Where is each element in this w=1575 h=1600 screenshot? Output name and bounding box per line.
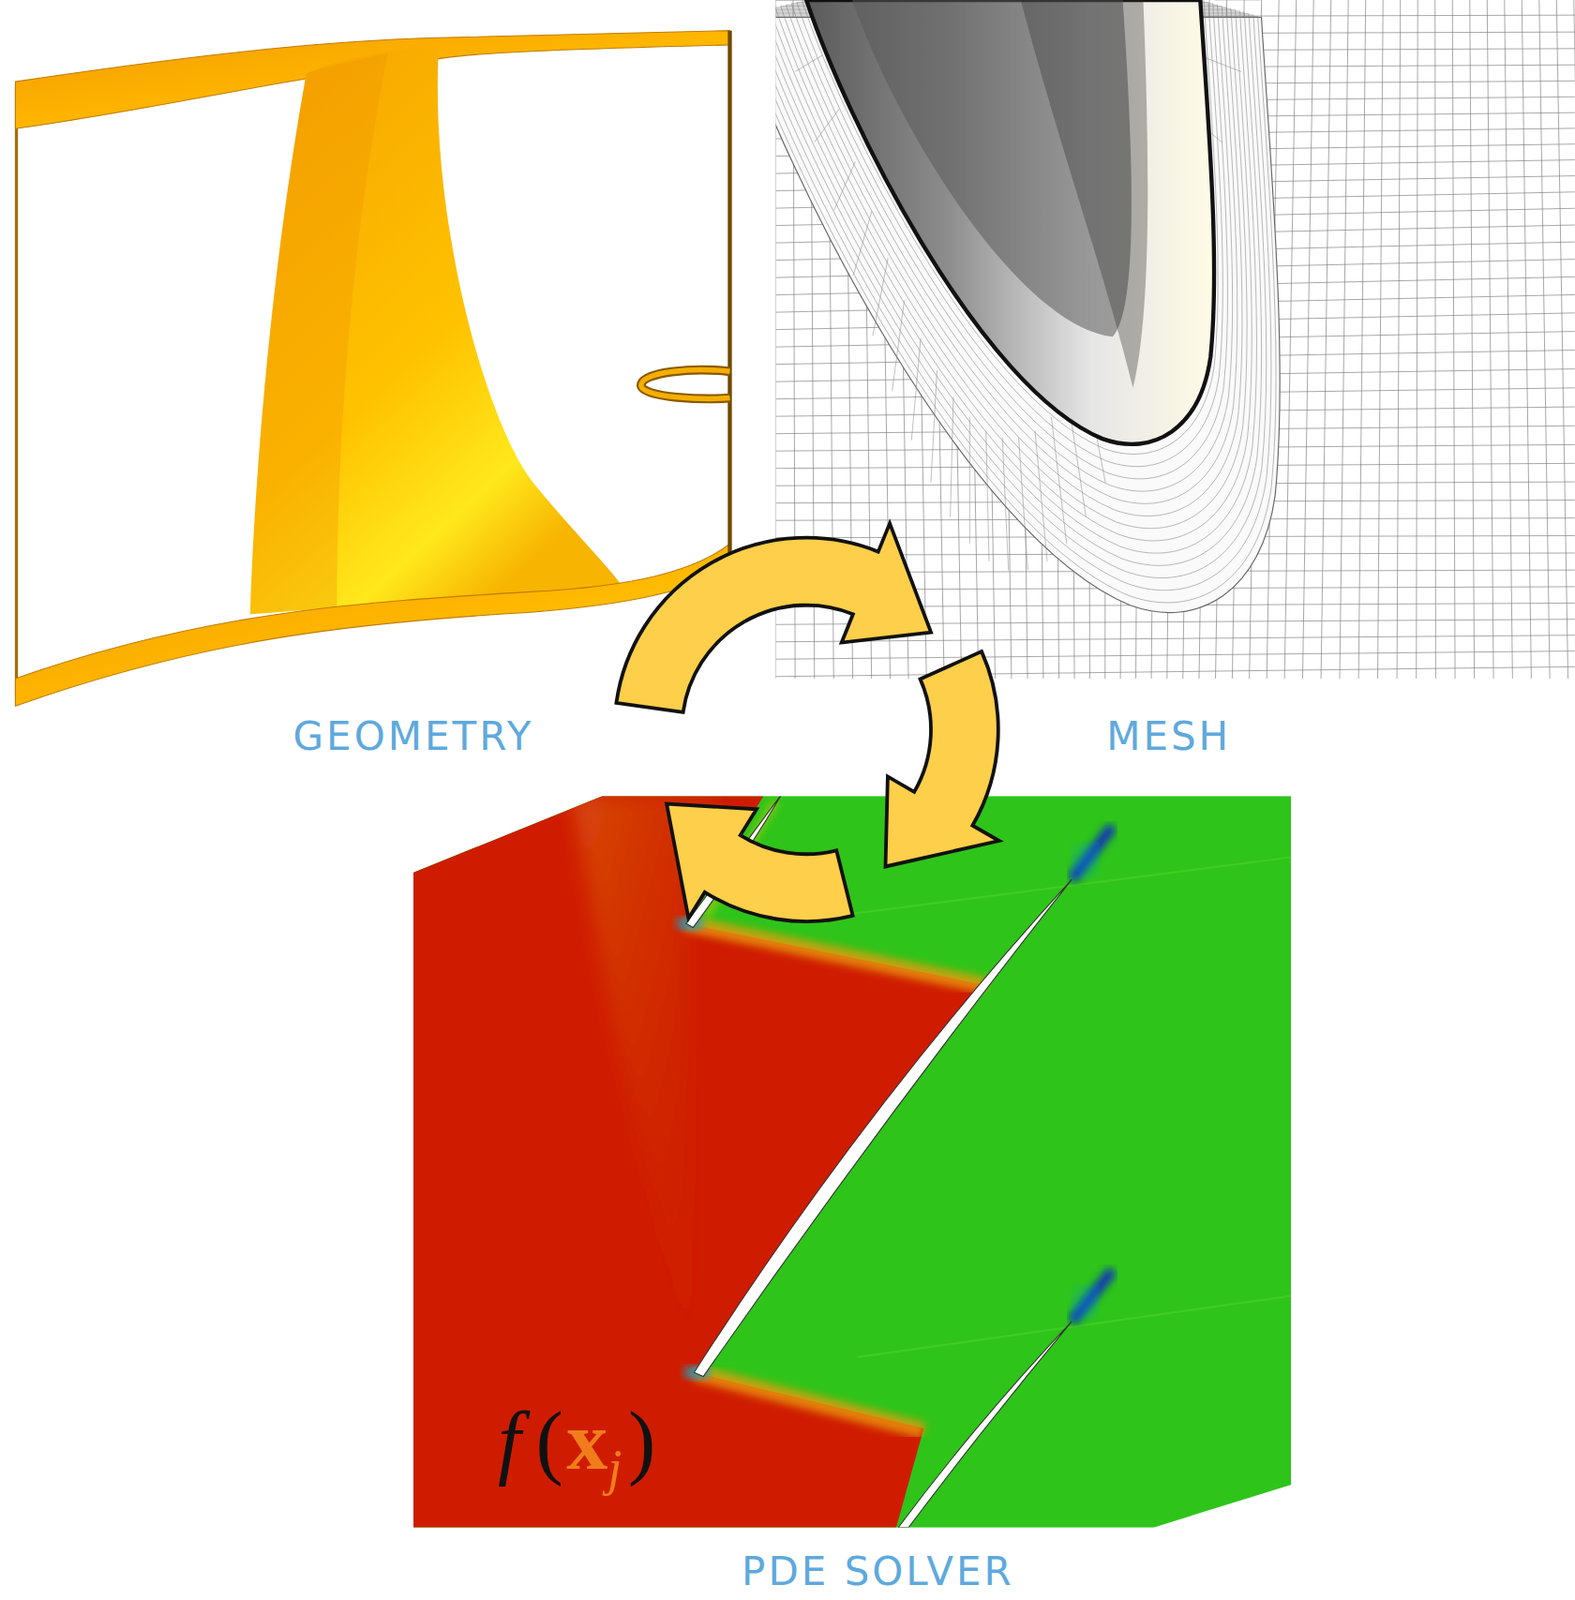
mesh-spoke <box>892 300 905 391</box>
mesh-spoke <box>986 431 990 562</box>
grid-line <box>1320 0 1332 679</box>
stage-label: MESH <box>1106 717 1231 757</box>
mesh-spoke <box>1019 437 1029 570</box>
mesh-spoke <box>1035 431 1048 562</box>
mesh-spoke <box>814 108 840 142</box>
grid-line <box>1574 0 1575 679</box>
mesh-spoke <box>853 211 872 276</box>
mesh-spoke <box>911 338 921 441</box>
blade-shadow <box>1020 0 1149 389</box>
geometry-illustration <box>15 30 730 707</box>
grid-line <box>1486 0 1494 679</box>
cycle-arrows <box>615 523 999 922</box>
stage-label: GEOMETRY <box>293 717 535 757</box>
mesh-spoke <box>795 55 823 73</box>
periodic-edge <box>727 30 732 569</box>
mesh-spoke <box>834 161 856 210</box>
blade-section <box>806 0 1215 445</box>
mesh-spoke <box>930 370 938 482</box>
hub-edge <box>15 87 18 697</box>
mesh-spoke <box>950 397 954 518</box>
objective-formula: f(xj) <box>497 1400 656 1494</box>
grid-line <box>1521 0 1531 679</box>
grid-line <box>1302 0 1314 679</box>
grid-line <box>1504 0 1514 679</box>
solution-field <box>408 785 1307 1542</box>
grid-line <box>1539 0 1550 679</box>
blade-section <box>898 1321 1072 1529</box>
mesh-rings <box>775 0 1280 614</box>
grid-line <box>1396 0 1401 679</box>
mesh-spoke <box>969 417 971 544</box>
grid-line <box>1358 0 1366 679</box>
formula-part: x <box>566 1395 608 1487</box>
cycle-arrow <box>666 804 854 922</box>
formula-part: f <box>497 1395 521 1487</box>
formula-part: j <box>607 1439 622 1497</box>
formula-part: ) <box>628 1395 656 1487</box>
tip-gap-outline <box>641 370 731 400</box>
tip-gap <box>641 370 731 400</box>
mesh-spoke <box>1215 0 1261 1</box>
stage-label: PDE SOLVER <box>741 1552 1015 1592</box>
mesh-spoke <box>1002 437 1009 570</box>
blade-section <box>693 879 1072 1377</box>
grid-line <box>1378 0 1384 679</box>
blade-surface <box>250 45 626 615</box>
blade-shade <box>250 53 389 615</box>
grid-line <box>1416 0 1419 679</box>
cycle-arrow <box>885 651 1000 867</box>
mesh-spoke <box>872 257 888 336</box>
grid-line <box>1284 0 1297 679</box>
mesh-spoke <box>775 0 807 1</box>
grid-line <box>1470 0 1475 679</box>
grid-line <box>1434 0 1437 679</box>
mesh-spoke <box>1050 417 1066 544</box>
grid-line <box>1452 0 1455 679</box>
grid-line <box>1339 0 1349 679</box>
grid-line <box>775 651 1575 660</box>
formula-part: ( <box>535 1395 563 1487</box>
grid-line <box>775 666 1575 676</box>
grid-line <box>1556 0 1568 679</box>
cycle-arrow <box>615 523 931 713</box>
